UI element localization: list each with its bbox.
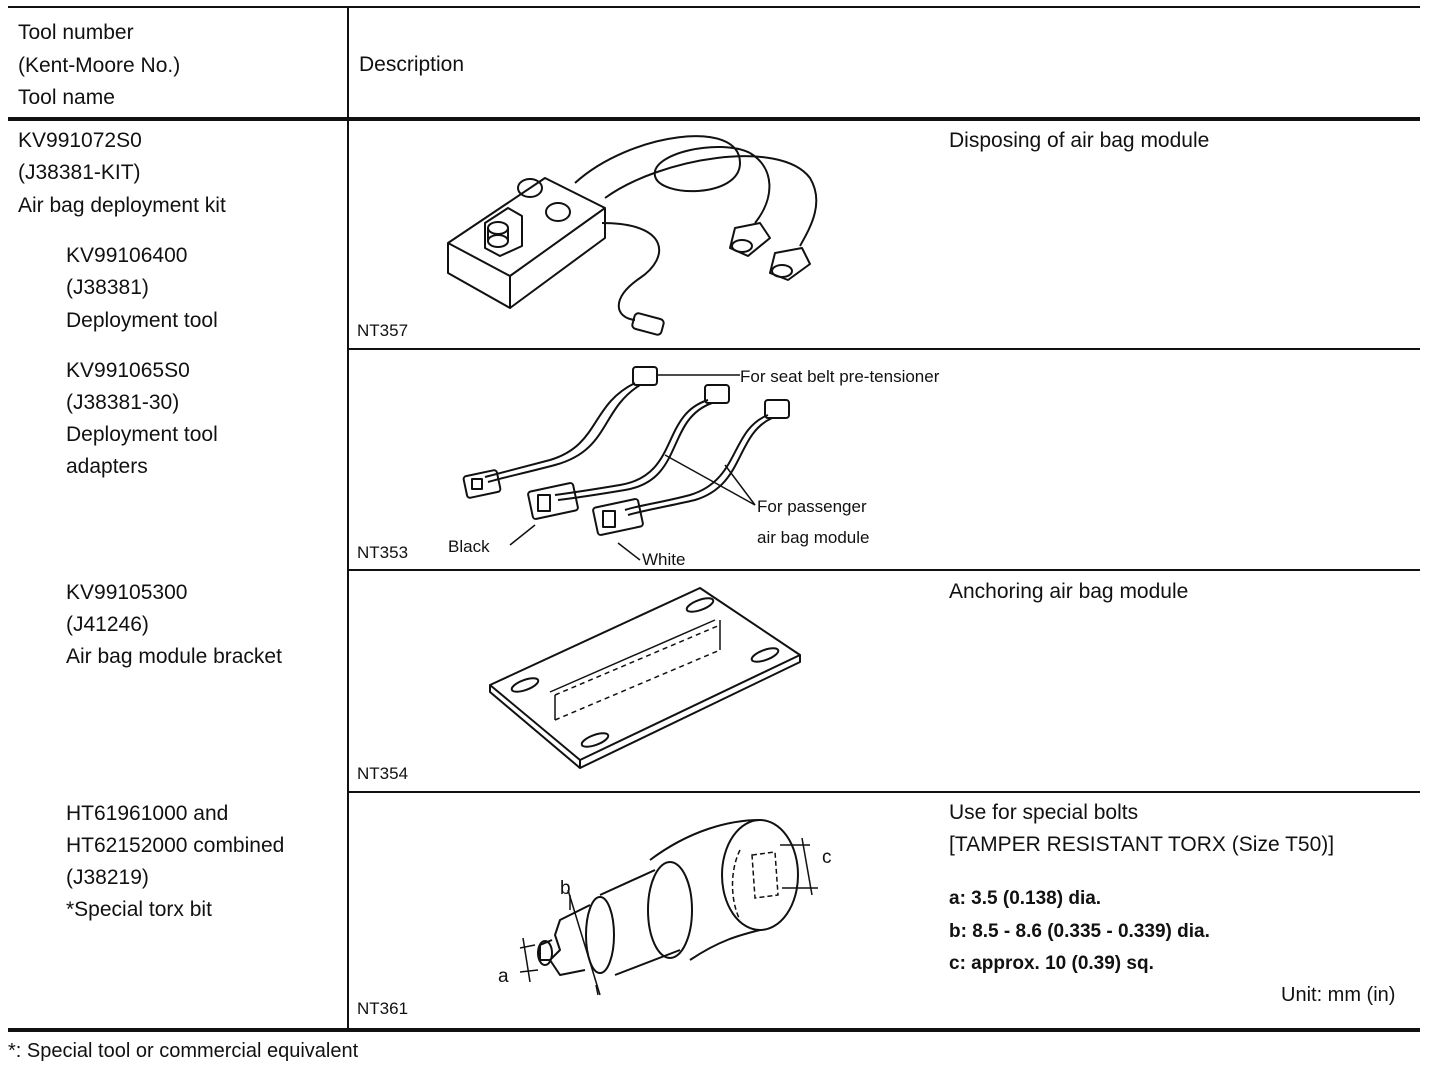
adapter-harness-illustration: For seat belt pre-tensioner For passenge… bbox=[448, 366, 940, 569]
table-bottom-border bbox=[8, 1028, 1420, 1032]
header-tool-number: Tool number bbox=[18, 21, 134, 44]
dim-label-b: b bbox=[560, 878, 571, 899]
header-tool-name: Tool name bbox=[18, 86, 115, 109]
tool-name-continued: adapters bbox=[66, 455, 148, 478]
spec-c: c: approx. 10 (0.39) sq. bbox=[949, 953, 1154, 974]
tool-description: Disposing of air bag module bbox=[949, 129, 1210, 152]
callout-black: Black bbox=[448, 537, 490, 556]
torx-bit-illustration: c b a bbox=[498, 819, 832, 996]
sub-kent-moore-number: (J38381) bbox=[66, 276, 149, 299]
tool-number: KV99105300 bbox=[66, 581, 188, 604]
figure-code: NT361 bbox=[357, 999, 409, 1018]
tool-description: Anchoring air bag module bbox=[949, 580, 1189, 603]
tool-description-torx: [TAMPER RESISTANT TORX (Size T50)] bbox=[949, 833, 1335, 856]
deployment-tool-illustration bbox=[447, 135, 818, 336]
figure-code: NT357 bbox=[357, 321, 409, 340]
tool-number-combined: HT62152000 combined bbox=[66, 834, 285, 857]
kent-moore-number: (J38381-30) bbox=[66, 391, 180, 414]
table-top-border bbox=[8, 6, 1420, 8]
tool-name: *Special torx bit bbox=[66, 898, 212, 921]
header-divider bbox=[8, 117, 1420, 121]
unit-label: Unit: mm (in) bbox=[1281, 984, 1396, 1006]
kent-moore-number: (J41246) bbox=[66, 613, 149, 636]
dim-label-a: a bbox=[498, 966, 509, 987]
tool-name: Air bag module bracket bbox=[66, 645, 282, 668]
sub-tool-name: Deployment tool bbox=[66, 309, 218, 332]
spec-a: a: 3.5 (0.138) dia. bbox=[949, 888, 1102, 909]
callout-seat-belt: For seat belt pre-tensioner bbox=[740, 367, 940, 386]
spec-b: b: 8.5 - 8.6 (0.335 - 0.339) dia. bbox=[949, 921, 1210, 942]
tool-number: KV991072S0 bbox=[18, 129, 142, 152]
tool-name: Air bag deployment kit bbox=[18, 194, 226, 217]
figure-code: NT354 bbox=[357, 764, 409, 783]
callout-passenger-line1: For passenger bbox=[757, 497, 867, 516]
kent-moore-number: (J38381-KIT) bbox=[18, 161, 141, 184]
dim-label-c: c bbox=[822, 847, 832, 868]
footnote: *: Special tool or commercial equivalent bbox=[8, 1040, 359, 1062]
callout-white: White bbox=[642, 550, 685, 569]
column-divider bbox=[347, 6, 349, 1030]
callout-passenger-line2: air bag module bbox=[757, 528, 869, 547]
header-kent-moore-no: (Kent-Moore No.) bbox=[18, 54, 181, 77]
kent-moore-number: (J38219) bbox=[66, 866, 149, 889]
row-divider-3 bbox=[348, 791, 1420, 793]
tool-number: KV991065S0 bbox=[66, 359, 190, 382]
tool-number: HT61961000 and bbox=[66, 802, 229, 825]
tool-description: Use for special bolts bbox=[949, 801, 1139, 824]
header-description: Description bbox=[359, 53, 465, 76]
figure-code: NT353 bbox=[357, 543, 409, 562]
tool-name: Deployment tool bbox=[66, 423, 218, 446]
row-divider-1 bbox=[348, 348, 1420, 350]
bracket-illustration bbox=[489, 587, 801, 769]
row-divider-2 bbox=[348, 569, 1420, 571]
sub-tool-number: KV99106400 bbox=[66, 244, 188, 267]
